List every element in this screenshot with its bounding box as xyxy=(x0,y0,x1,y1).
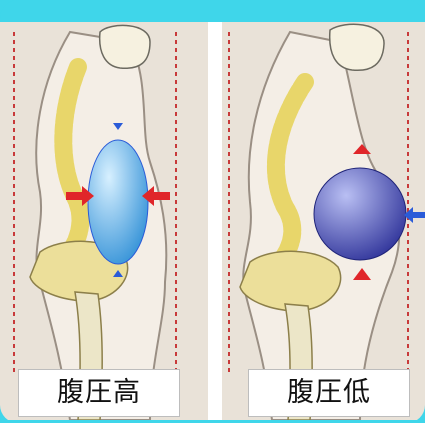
anatomy-illustration xyxy=(0,22,425,420)
left-pressure-balloon xyxy=(88,140,148,264)
label-low-pressure: 腹圧低 xyxy=(248,369,410,417)
left-body-figure xyxy=(30,25,170,420)
label-high-pressure: 腹圧高 xyxy=(18,369,180,417)
panel-divider xyxy=(208,22,222,420)
right-skull xyxy=(330,24,384,70)
right-body-figure xyxy=(240,24,425,420)
left-skull xyxy=(100,25,150,68)
right-pressure-balloon xyxy=(314,168,406,260)
right-pelvis xyxy=(240,251,341,310)
